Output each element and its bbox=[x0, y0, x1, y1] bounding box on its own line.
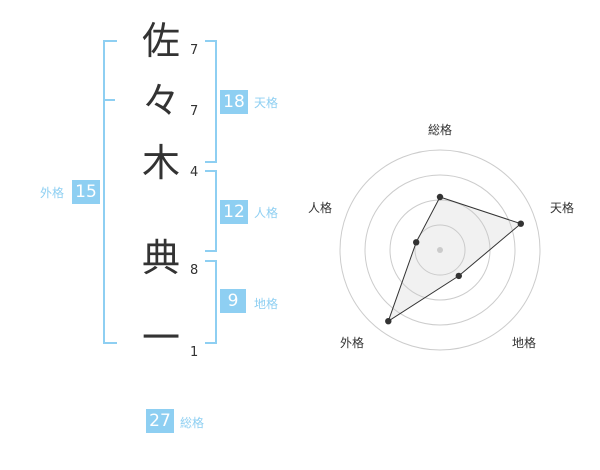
radar-point-5 bbox=[413, 239, 420, 246]
radar-axis-label-soukaku: 総格 bbox=[427, 123, 452, 137]
stroke-count-3: 4 bbox=[190, 165, 199, 180]
radar-axis-label-chikaku: 地格 bbox=[511, 336, 536, 350]
radar-center-dot bbox=[437, 247, 443, 253]
chikaku-value: 9 bbox=[220, 289, 246, 313]
radar-ring bbox=[364, 174, 516, 326]
radar-point-4 bbox=[385, 318, 392, 325]
jinkaku-bracket bbox=[205, 170, 217, 252]
gaikaku-bracket bbox=[103, 40, 117, 344]
stroke-count-2: 7 bbox=[190, 104, 199, 119]
radar-ring bbox=[414, 224, 466, 276]
stroke-count-1: 7 bbox=[190, 43, 199, 58]
radar-point-3 bbox=[455, 272, 462, 280]
tenkaku-bracket bbox=[205, 40, 217, 163]
gaikaku-bracket-tick bbox=[103, 99, 115, 101]
tenkaku-value: 18 bbox=[220, 90, 248, 114]
name-char-3: 木 bbox=[141, 141, 180, 185]
radar-axis-label-jinkaku: 人格 bbox=[307, 201, 332, 215]
name-char-1: 佐 bbox=[141, 19, 180, 63]
chikaku-label: 地格 bbox=[254, 297, 279, 311]
stroke-count-5: 1 bbox=[190, 345, 199, 360]
soukaku-label: 総格 bbox=[180, 416, 205, 430]
name-char-5: 一 bbox=[141, 316, 180, 360]
radar-axis-label-gaikaku: 外格 bbox=[339, 336, 364, 350]
gaikaku-label: 外格 bbox=[40, 186, 65, 200]
gaikaku-value: 15 bbox=[72, 180, 100, 204]
radar-point-2 bbox=[517, 220, 524, 227]
chikaku-bracket bbox=[205, 260, 217, 344]
jinkaku-label: 人格 bbox=[254, 206, 279, 220]
radar-series-polygon bbox=[387, 196, 522, 323]
soukaku-value: 27 bbox=[146, 409, 174, 433]
radar-axis-label-tenkaku: 天格 bbox=[549, 201, 574, 215]
name-char-4: 典 bbox=[141, 236, 180, 280]
stroke-count-4: 8 bbox=[190, 263, 199, 278]
tenkaku-label: 天格 bbox=[254, 96, 279, 110]
jinkaku-value: 12 bbox=[220, 200, 248, 224]
radar-ring bbox=[339, 149, 541, 351]
name-char-2: 々 bbox=[141, 79, 180, 123]
radar-point-1 bbox=[436, 193, 444, 201]
